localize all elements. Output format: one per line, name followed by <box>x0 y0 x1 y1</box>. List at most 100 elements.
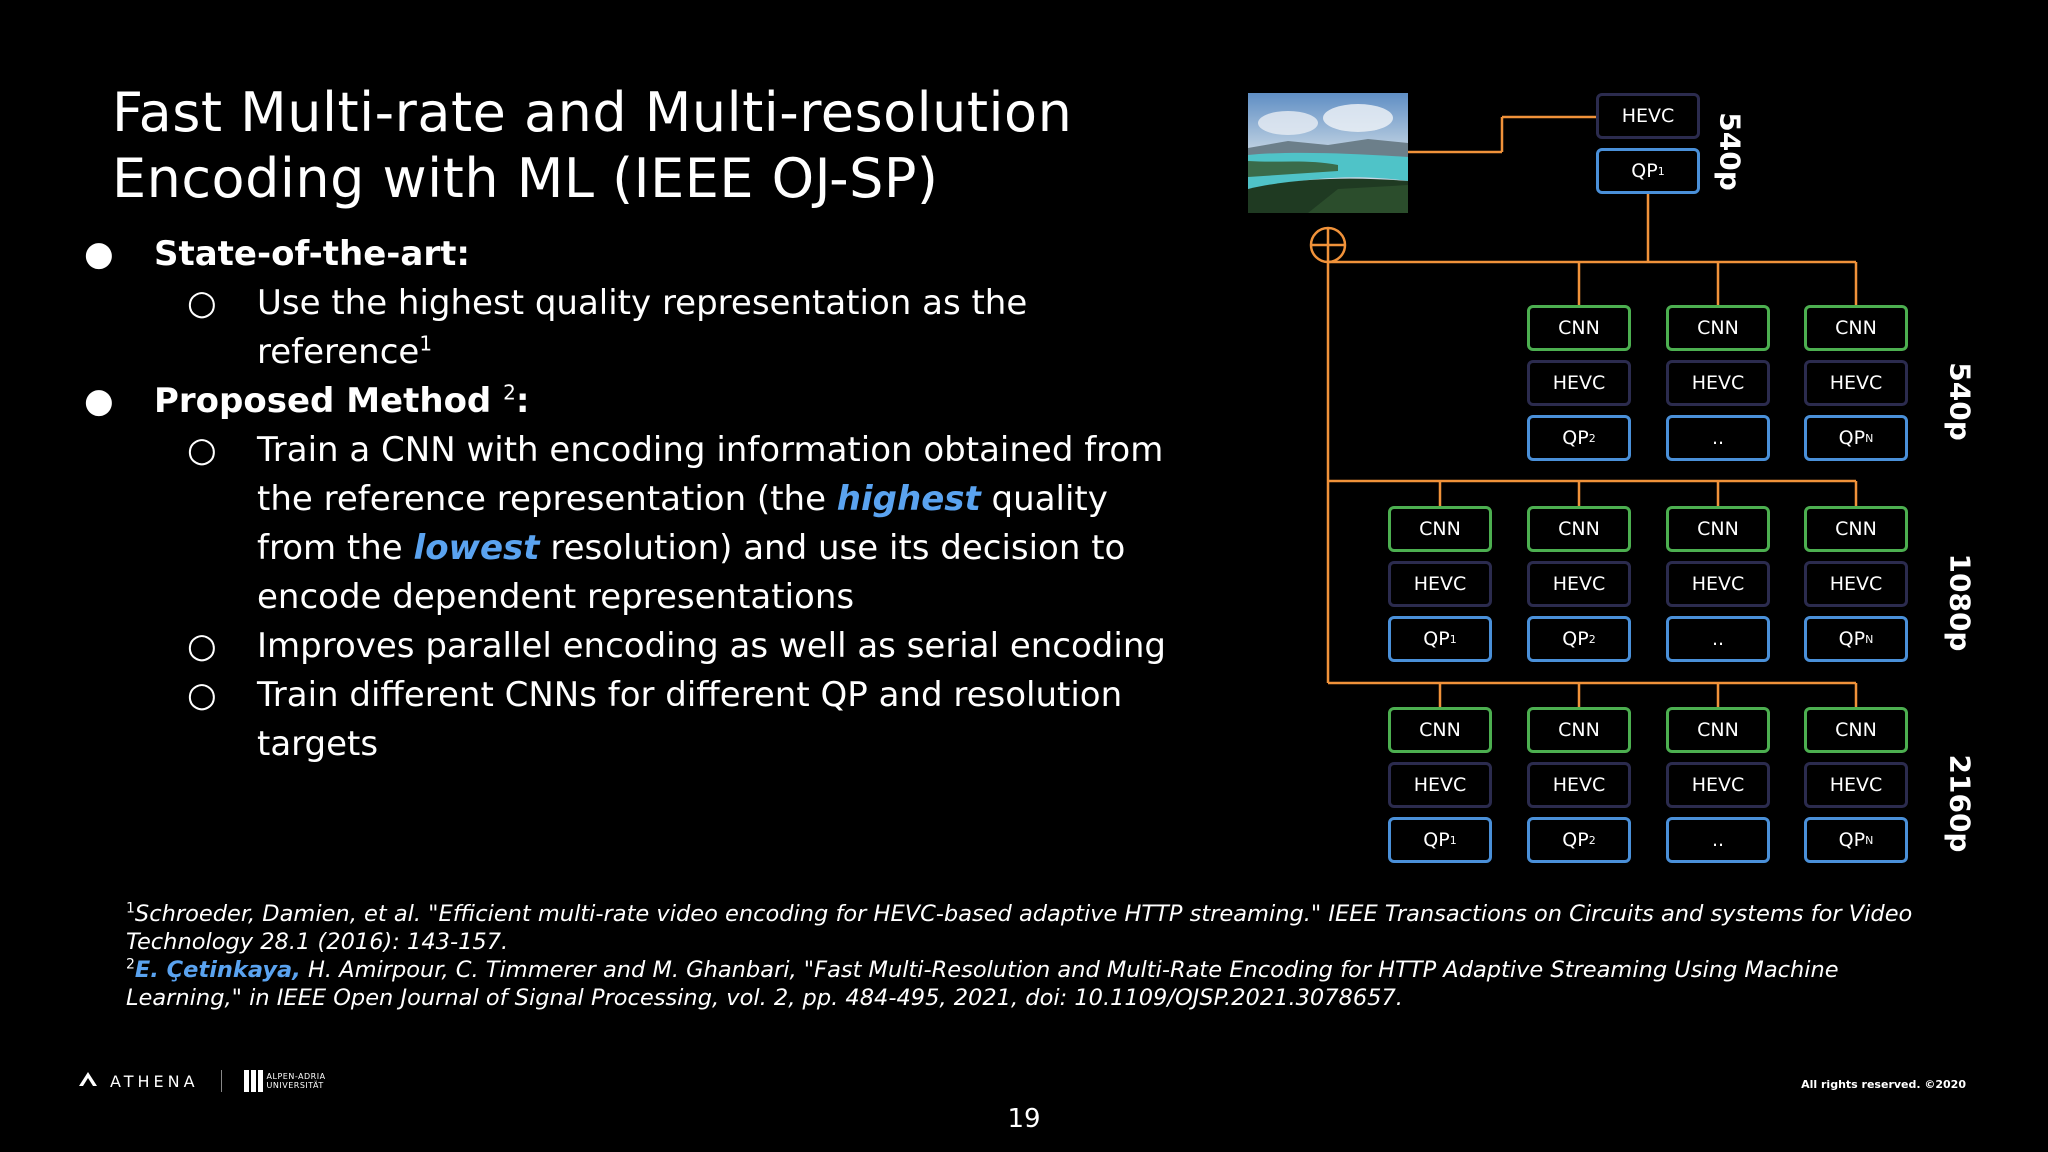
cnn-label: CNN <box>1835 719 1877 741</box>
ref-2-number: 2 <box>126 956 135 973</box>
sota-sub-text: Use the highest quality representation a… <box>257 283 1028 372</box>
athena-logo-icon <box>78 1071 98 1091</box>
hevc-box: HEVC <box>1804 360 1908 406</box>
sota-footnote-mark: 1 <box>419 331 433 356</box>
cnn-box: CNN <box>1804 305 1908 351</box>
qp-label: QP <box>1423 628 1450 650</box>
resolution-label: 1080p <box>1943 553 1977 652</box>
qp-label: QP <box>1838 829 1866 851</box>
sota-label: State-of-the-art: <box>154 234 470 274</box>
cnn-label: CNN <box>1835 518 1877 540</box>
top-hevc-label: HEVC <box>1621 105 1675 127</box>
hevc-label: HEVC <box>1413 573 1467 595</box>
reference-2: 2E. Çetinkaya, H. Amirpour, C. Timmerer … <box>126 956 1926 1012</box>
copyright-notice: All rights reserved. ©2020 <box>1801 1078 1966 1091</box>
top-hevc-box: HEVC <box>1596 93 1700 139</box>
qp-sub: N <box>1865 431 1874 445</box>
bullet-ring-icon: ○ <box>187 675 217 715</box>
ref-1-number: 1 <box>126 900 135 917</box>
qp-sub: 2 <box>1588 632 1596 646</box>
cnn-box: CNN <box>1666 506 1770 552</box>
qp-label: QP <box>1562 628 1589 650</box>
university-name: ALPEN-ADRIA UNIVERSITÄT <box>267 1072 326 1090</box>
qp-label: QP <box>1838 628 1866 650</box>
cnn-label: CNN <box>1419 719 1461 741</box>
page-number: 19 <box>1007 1104 1041 1134</box>
qp-ellipsis: .. <box>1711 427 1725 449</box>
hevc-label: HEVC <box>1829 372 1883 394</box>
cnn-box: CNN <box>1388 707 1492 753</box>
hevc-box: HEVC <box>1388 561 1492 607</box>
hevc-box: HEVC <box>1527 561 1631 607</box>
qp-sub: N <box>1865 833 1874 847</box>
slide-title: Fast Multi-rate and Multi-resolution Enc… <box>112 80 1172 212</box>
athena-logo-text: ATHENA <box>110 1071 199 1091</box>
bullet-ring-icon: ○ <box>187 430 217 470</box>
university-logo: ALPEN-ADRIA UNIVERSITÄT <box>243 1070 326 1092</box>
hevc-box: HEVC <box>1666 762 1770 808</box>
sub-bullet-different-cnns: ○ Train different CNNs for different QP … <box>84 671 1174 769</box>
cnn-label: CNN <box>1697 719 1739 741</box>
logo-divider <box>220 1070 222 1092</box>
bullet-ring-icon: ○ <box>187 626 217 666</box>
hevc-label: HEVC <box>1552 774 1606 796</box>
hevc-label: HEVC <box>1829 774 1883 796</box>
bullet-dot-icon: ● <box>84 381 114 421</box>
top-qp-sub: 1 <box>1657 164 1665 178</box>
cnn-box: CNN <box>1527 506 1631 552</box>
resolution-label-top: 540p <box>1713 112 1747 191</box>
cnn-box: CNN <box>1527 707 1631 753</box>
university-name-line-1: ALPEN-ADRIA <box>266 1072 326 1081</box>
qp-ellipsis: .. <box>1711 628 1725 650</box>
title-line-2: Encoding with ML (IEEE OJ-SP) <box>112 147 939 210</box>
cnn-label: CNN <box>1835 317 1877 339</box>
connector-lines <box>1326 115 1858 707</box>
hevc-label: HEVC <box>1691 573 1745 595</box>
hevc-label: HEVC <box>1413 774 1467 796</box>
qp-label: QP <box>1838 427 1866 449</box>
lake-landscape-image <box>1248 93 1408 213</box>
p3-text: Train different CNNs for different QP an… <box>257 675 1123 764</box>
cnn-label: CNN <box>1697 518 1739 540</box>
qp-sub: N <box>1865 632 1874 646</box>
cnn-box: CNN <box>1666 707 1770 753</box>
p1-text-b: quality from the <box>257 479 1108 568</box>
hevc-label: HEVC <box>1552 372 1606 394</box>
qp-sub: 2 <box>1588 833 1596 847</box>
highlight-lowest: lowest <box>413 528 540 568</box>
proposed-label: Proposed Method <box>154 381 492 421</box>
p2-text: Improves parallel encoding as well as se… <box>257 626 1166 666</box>
p1-text-c: resolution) and use its decision to enco… <box>257 528 1126 617</box>
qp-ellipsis: .. <box>1711 829 1725 851</box>
sum-node-icon <box>1309 226 1347 264</box>
hevc-label: HEVC <box>1829 573 1883 595</box>
cnn-label: CNN <box>1558 719 1600 741</box>
qp-sub: 2 <box>1588 431 1596 445</box>
cnn-box: CNN <box>1804 707 1908 753</box>
university-logo-icon <box>243 1070 263 1092</box>
qp-label: QP <box>1423 829 1450 851</box>
cnn-label: CNN <box>1697 317 1739 339</box>
hevc-label: HEVC <box>1552 573 1606 595</box>
qp-label: QP <box>1562 829 1589 851</box>
bullet-dot-icon: ● <box>84 234 114 274</box>
hevc-box: HEVC <box>1527 360 1631 406</box>
bullet-ring-icon: ○ <box>187 283 217 323</box>
cnn-box: CNN <box>1666 305 1770 351</box>
cnn-label: CNN <box>1558 518 1600 540</box>
bullet-list: ● State-of-the-art: ○ Use the highest qu… <box>84 230 1174 769</box>
sub-bullet-parallel: ○ Improves parallel encoding as well as … <box>84 622 1174 671</box>
p1-text-a: Train a CNN with encoding information ob… <box>257 430 1164 519</box>
ref-2-text: H. Amirpour, C. Timmerer and M. Ghanbari… <box>126 957 1839 1011</box>
cnn-box: CNN <box>1527 305 1631 351</box>
sub-bullet-sota: ○ Use the highest quality representation… <box>84 279 1174 377</box>
